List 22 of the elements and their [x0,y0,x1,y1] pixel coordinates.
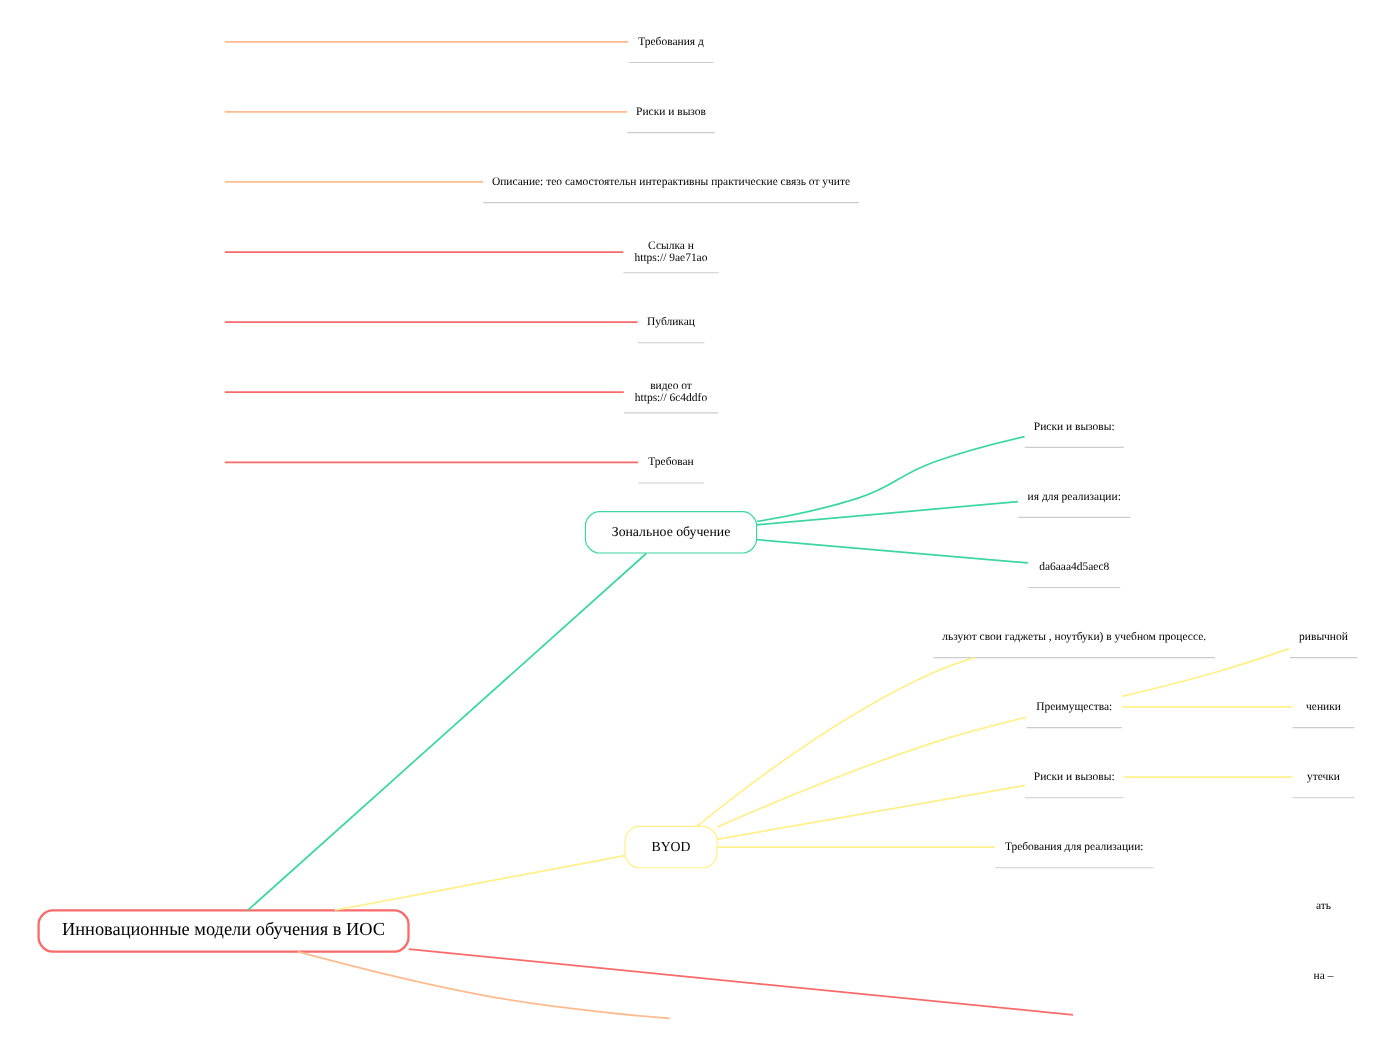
connector [246,552,647,911]
connector [222,461,638,464]
connector [406,948,1073,1016]
connector [1120,706,1292,708]
connector [222,40,629,43]
connector [754,500,1018,526]
connector [715,716,1027,828]
connector [1122,776,1293,778]
connector [295,950,670,1020]
connector [1120,647,1290,698]
connector [694,656,975,828]
connector [222,181,483,183]
connector [222,391,624,394]
connector [222,251,624,253]
connector [754,538,1028,564]
connector [715,846,995,848]
connector [222,111,627,113]
connector [222,321,638,323]
connector [332,854,625,912]
connector [755,435,1025,523]
node-box: Инновационные модели обучения в ИОС [36,909,409,953]
connector [715,784,1025,841]
